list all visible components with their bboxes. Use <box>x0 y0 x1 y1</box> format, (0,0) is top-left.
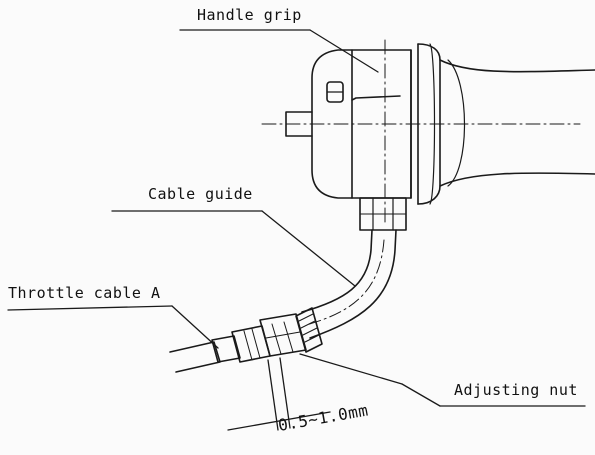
cable-guide-fitting <box>359 197 407 231</box>
handle-grip-label: Handle grip <box>197 6 302 24</box>
adjusting-nut <box>259 307 323 357</box>
cable-guide-label: Cable guide <box>148 185 253 203</box>
clearance-dimension <box>227 357 331 431</box>
center-lines <box>261 39 581 223</box>
handlebar-tube <box>439 59 595 187</box>
cable-guide-tube <box>301 229 397 339</box>
throttle-cable-label: Throttle cable A <box>8 284 161 302</box>
cable-end-fitting <box>211 325 271 363</box>
leader-lines <box>7 29 586 407</box>
throttle-cable-outer <box>169 341 221 373</box>
adjusting-nut-label: Adjusting nut <box>454 381 578 399</box>
